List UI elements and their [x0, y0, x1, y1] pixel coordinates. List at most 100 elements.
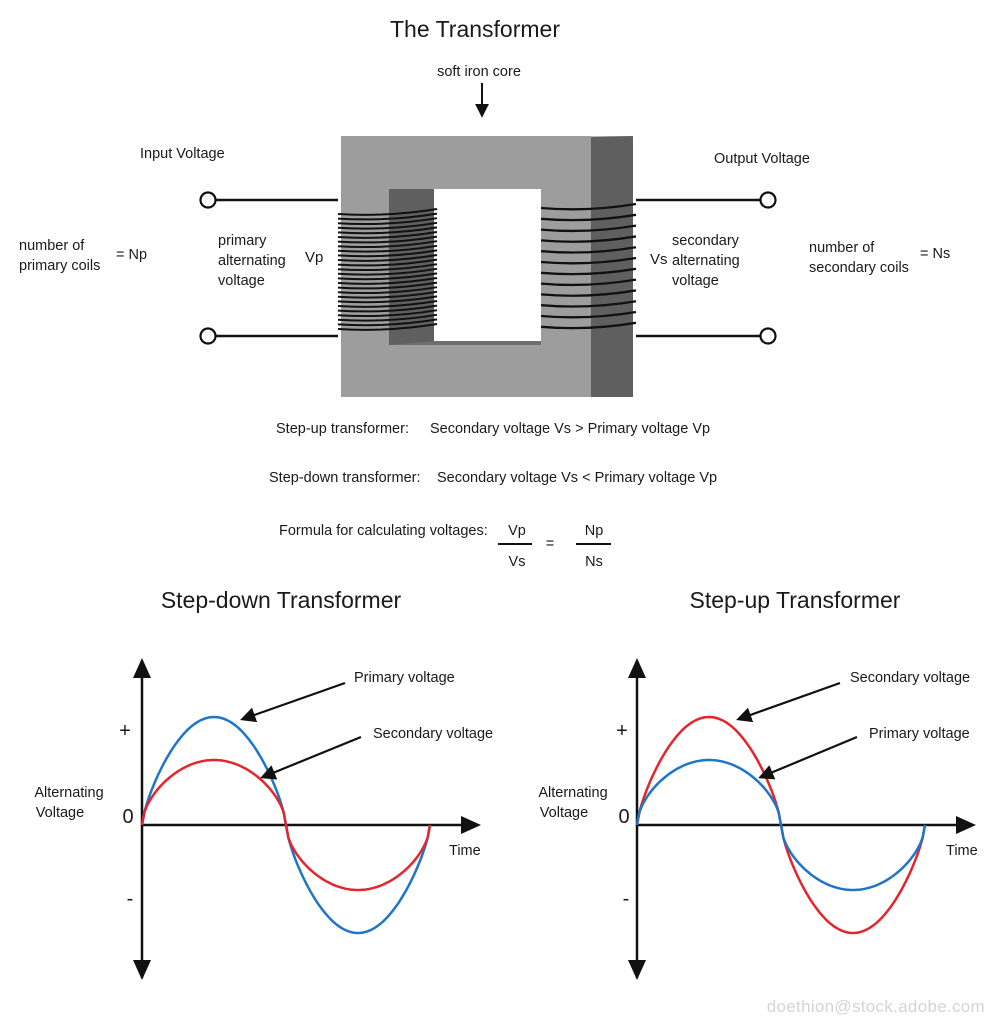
- primary-winding: [337, 313, 438, 322]
- step-up-graph: Step-up Transformer + 0 - Alternating Vo…: [538, 587, 978, 980]
- primary-winding: [337, 277, 438, 285]
- primary-winding: [337, 272, 438, 281]
- primary-coils-line2: primary coils: [19, 258, 100, 274]
- bottom-wave-label: Primary voltage: [869, 726, 970, 742]
- primary-winding: [337, 231, 438, 239]
- formula-equals: =: [546, 536, 554, 552]
- output-terminal-top: [759, 191, 777, 209]
- input-terminal-top: [199, 191, 217, 209]
- xlabel: Time: [946, 843, 978, 859]
- graph-title: Step-up Transformer: [690, 587, 901, 613]
- formula-vp: Vp: [508, 523, 526, 539]
- graph-title: Step-down Transformer: [161, 587, 402, 613]
- top-wave-arrow: [736, 681, 841, 723]
- primary-winding: [337, 295, 438, 304]
- secondary-winding: [540, 267, 637, 276]
- primary-winding: [337, 318, 438, 327]
- plus-sign: +: [616, 720, 628, 742]
- vp-label: Vp: [305, 249, 323, 266]
- x-axis-arrow: [956, 816, 976, 834]
- step-down-label: Step-down transformer:: [269, 470, 421, 486]
- primary-coil: [337, 208, 438, 331]
- primary-winding: [337, 235, 438, 244]
- minus-sign: -: [127, 888, 134, 910]
- secondary-winding: [540, 224, 637, 233]
- top-wave-arrow: [240, 681, 346, 723]
- primary-winding: [337, 290, 438, 299]
- input-voltage-label: Input Voltage: [140, 146, 225, 162]
- primary-winding: [337, 249, 438, 258]
- secondary-winding: [540, 246, 637, 254]
- output-terminal-bottom: [759, 327, 777, 345]
- vs-label: Vs: [650, 251, 668, 268]
- primary-alt-line1: primary: [218, 233, 267, 249]
- top-wave-label: Primary voltage: [354, 670, 455, 686]
- primary-coils-line1: number of: [19, 238, 85, 254]
- primary-winding: [337, 212, 438, 221]
- top-wave-label: Secondary voltage: [850, 670, 970, 686]
- secondary-alt-line1: secondary: [672, 233, 740, 249]
- output-wires: [636, 191, 777, 345]
- iron-core: [341, 136, 633, 397]
- minus-sign: -: [623, 888, 630, 910]
- y-axis-arrow-down: [133, 960, 151, 980]
- primary-winding: [337, 208, 438, 216]
- bottom-wave-arrow: [758, 735, 858, 780]
- formula-ns: Ns: [585, 554, 603, 570]
- step-up-text: Secondary voltage Vs > Primary voltage V…: [430, 421, 710, 437]
- y-axis-arrow-up: [628, 658, 646, 678]
- small-wave: [140, 758, 432, 892]
- page-title: The Transformer: [390, 16, 560, 42]
- primary-winding: [337, 221, 438, 230]
- secondary-alt-line3: voltage: [672, 273, 719, 289]
- bottom-wave-arrow: [260, 735, 362, 780]
- y-axis-arrow-down: [628, 960, 646, 980]
- y-axis-arrow-up: [133, 658, 151, 678]
- primary-winding: [337, 254, 438, 262]
- primary-alt-line2: alternating: [218, 253, 286, 269]
- secondary-coils-line2: secondary coils: [809, 260, 909, 276]
- primary-winding: [337, 304, 438, 313]
- x-axis-arrow: [461, 816, 481, 834]
- primary-winding: [337, 240, 438, 249]
- secondary-coils-eq: = Ns: [920, 246, 950, 262]
- formula-np: Np: [585, 523, 604, 539]
- xlabel: Time: [449, 843, 481, 859]
- ylabel-line1: Alternating: [538, 785, 607, 801]
- secondary-winding: [540, 235, 637, 243]
- output-voltage-label: Output Voltage: [714, 151, 810, 167]
- ylabel-line1: Alternating: [34, 785, 103, 801]
- primary-winding: [337, 300, 438, 308]
- step-up-label: Step-up transformer:: [276, 421, 409, 437]
- primary-alt-line3: voltage: [218, 273, 265, 289]
- primary-winding: [337, 323, 438, 331]
- ylabel-line2: Voltage: [540, 805, 588, 821]
- watermark: doethion@stock.adobe.com: [767, 997, 985, 1016]
- formula-vs: Vs: [509, 554, 526, 570]
- secondary-winding: [540, 321, 637, 330]
- primary-winding: [337, 267, 438, 276]
- primary-winding: [337, 309, 438, 318]
- small-wave: [635, 758, 927, 892]
- zero-label: 0: [122, 806, 133, 828]
- secondary-coil: [540, 202, 637, 330]
- secondary-winding: [540, 213, 637, 222]
- bottom-wave-label: Secondary voltage: [373, 726, 493, 742]
- input-wires: [199, 191, 338, 345]
- primary-winding: [337, 244, 438, 253]
- plus-sign: +: [119, 720, 131, 742]
- secondary-winding: [540, 278, 637, 287]
- ylabel-line2: Voltage: [36, 805, 84, 821]
- input-terminal-bottom: [199, 327, 217, 345]
- formula-label: Formula for calculating voltages:: [279, 523, 488, 539]
- step-down-text: Secondary voltage Vs < Primary voltage V…: [437, 470, 717, 486]
- secondary-winding: [540, 310, 637, 319]
- primary-winding: [337, 226, 438, 235]
- core-label: soft iron core: [437, 64, 521, 80]
- primary-winding: [337, 217, 438, 226]
- primary-winding: [337, 263, 438, 272]
- secondary-alt-line2: alternating: [672, 253, 740, 269]
- primary-winding: [337, 286, 438, 295]
- secondary-winding: [540, 289, 637, 297]
